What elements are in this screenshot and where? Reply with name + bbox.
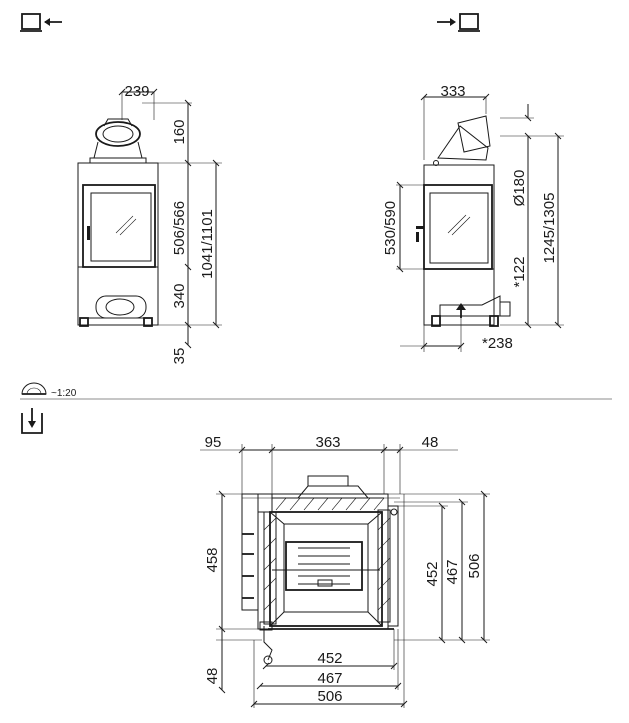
right-elevation-view bbox=[396, 93, 564, 352]
monitor-arrow-left-icon bbox=[20, 13, 62, 32]
dim-plan-467-bottom: 467 bbox=[317, 670, 342, 687]
dim-plan-95: 95 bbox=[205, 434, 222, 451]
dim-left-160: 160 bbox=[171, 119, 188, 144]
dim-right-530-590: 530/590 bbox=[382, 201, 399, 255]
top-view-down-arrow-icon bbox=[21, 408, 43, 434]
arrow-monitor-right-icon bbox=[437, 13, 480, 32]
dim-left-1041-1101: 1041/1101 bbox=[199, 209, 216, 279]
dim-right-238: *238 bbox=[482, 335, 513, 352]
dim-right-333: 333 bbox=[440, 83, 465, 100]
dim-plan-458: 458 bbox=[204, 547, 221, 572]
dim-plan-363: 363 bbox=[315, 434, 340, 451]
dim-left-35: 35 bbox=[171, 348, 188, 365]
dim-left-340: 340 bbox=[171, 283, 188, 308]
dim-right-1245-1305: 1245/1305 bbox=[541, 193, 558, 264]
dim-plan-48-top: 48 bbox=[422, 434, 439, 451]
scale-label: ~1:20 bbox=[51, 388, 77, 399]
left-elevation-view bbox=[77, 88, 222, 349]
dim-plan-452-right: 452 bbox=[424, 561, 441, 586]
dim-plan-467-right: 467 bbox=[444, 559, 461, 584]
dim-plan-48-left: 48 bbox=[204, 668, 221, 685]
dim-left-506-566: 506/566 bbox=[171, 201, 188, 255]
dim-plan-506-bottom: 506 bbox=[317, 688, 342, 705]
dim-left-239: 239 bbox=[124, 83, 149, 100]
dim-plan-506-right: 506 bbox=[466, 553, 483, 578]
dim-plan-452-bottom: 452 bbox=[317, 650, 342, 667]
protractor-scale-icon bbox=[21, 382, 47, 395]
dim-right-122: *122 bbox=[511, 257, 528, 288]
dim-right-diameter-180: Ø180 bbox=[511, 170, 528, 207]
plan-view bbox=[200, 444, 490, 708]
